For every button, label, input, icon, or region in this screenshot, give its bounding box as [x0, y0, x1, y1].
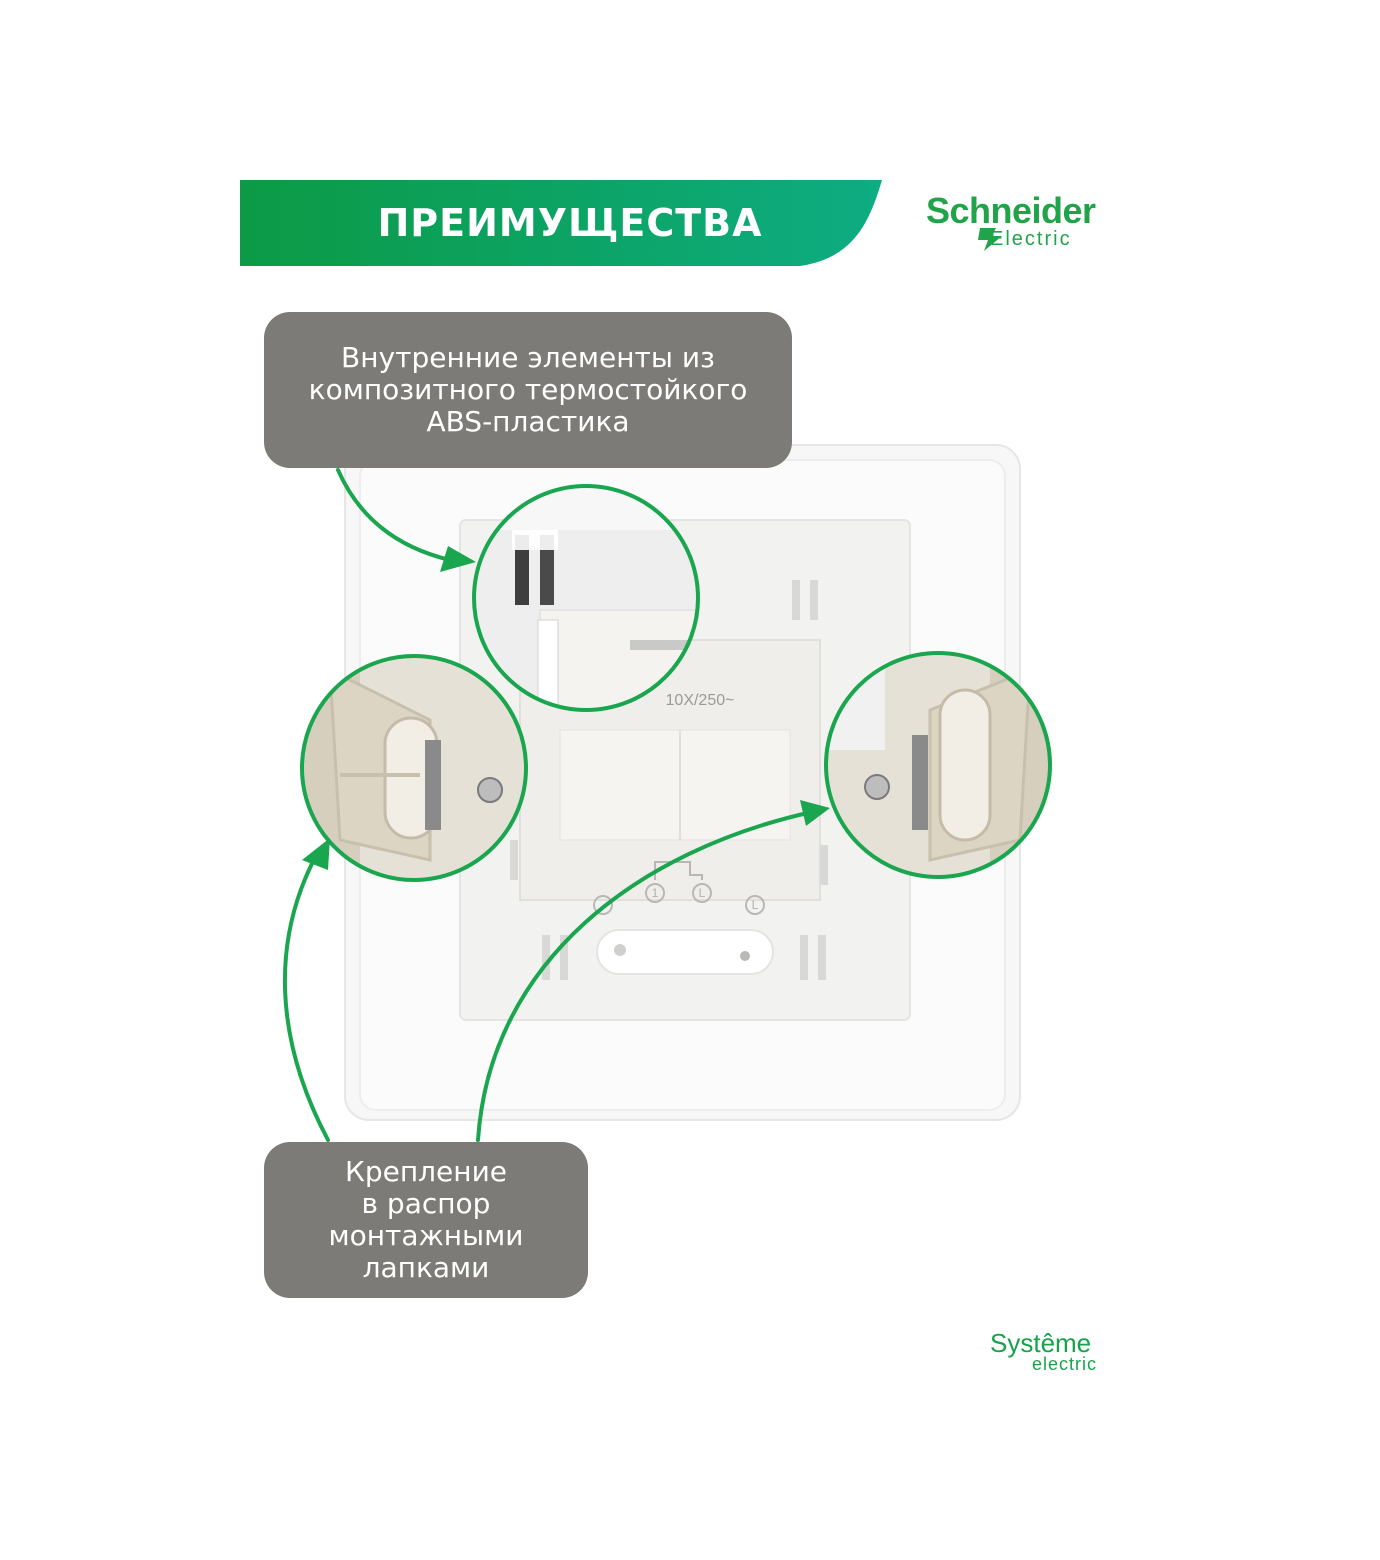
- brand-mark-icon: [978, 228, 1002, 251]
- brand-sub: Electric: [990, 228, 1072, 250]
- callout-mounting: Крепление в распор монтажными лапками: [264, 1142, 588, 1298]
- systeme-electric-logo: Systême electric: [986, 1326, 1126, 1376]
- arrow-left: [282, 850, 330, 1142]
- brand-name: Schneider: [926, 190, 1096, 231]
- banner-shape: [240, 180, 882, 266]
- schneider-logo: Schneider Electric: [922, 188, 1132, 258]
- callout-materials-text: Внутренние элементы из композитного терм…: [308, 341, 748, 438]
- header-banner: ПРЕИМУЩЕСТВА: [240, 180, 882, 266]
- terminal-mark: [593, 895, 613, 915]
- rating-label: 10X/250~: [666, 692, 735, 709]
- terminal-mark: [645, 883, 665, 903]
- banner-title: ПРЕИМУЩЕСТВА: [377, 201, 763, 245]
- terminal-label: L: [752, 898, 759, 912]
- terminal-label: L: [699, 886, 706, 900]
- callout-mounting-text: Крепление в распор монтажными лапками: [328, 1155, 524, 1284]
- footer-brand-line2: electric: [1032, 1354, 1098, 1374]
- arrow-right: [476, 810, 814, 1142]
- footer-brand-line1: Systême: [990, 1328, 1092, 1358]
- arrow-top: [336, 468, 452, 562]
- terminal-label: 1: [652, 886, 659, 900]
- terminal-mark: [692, 883, 712, 903]
- callout-materials: Внутренние элементы из композитного терм…: [264, 312, 792, 468]
- terminal-mark: [745, 895, 765, 915]
